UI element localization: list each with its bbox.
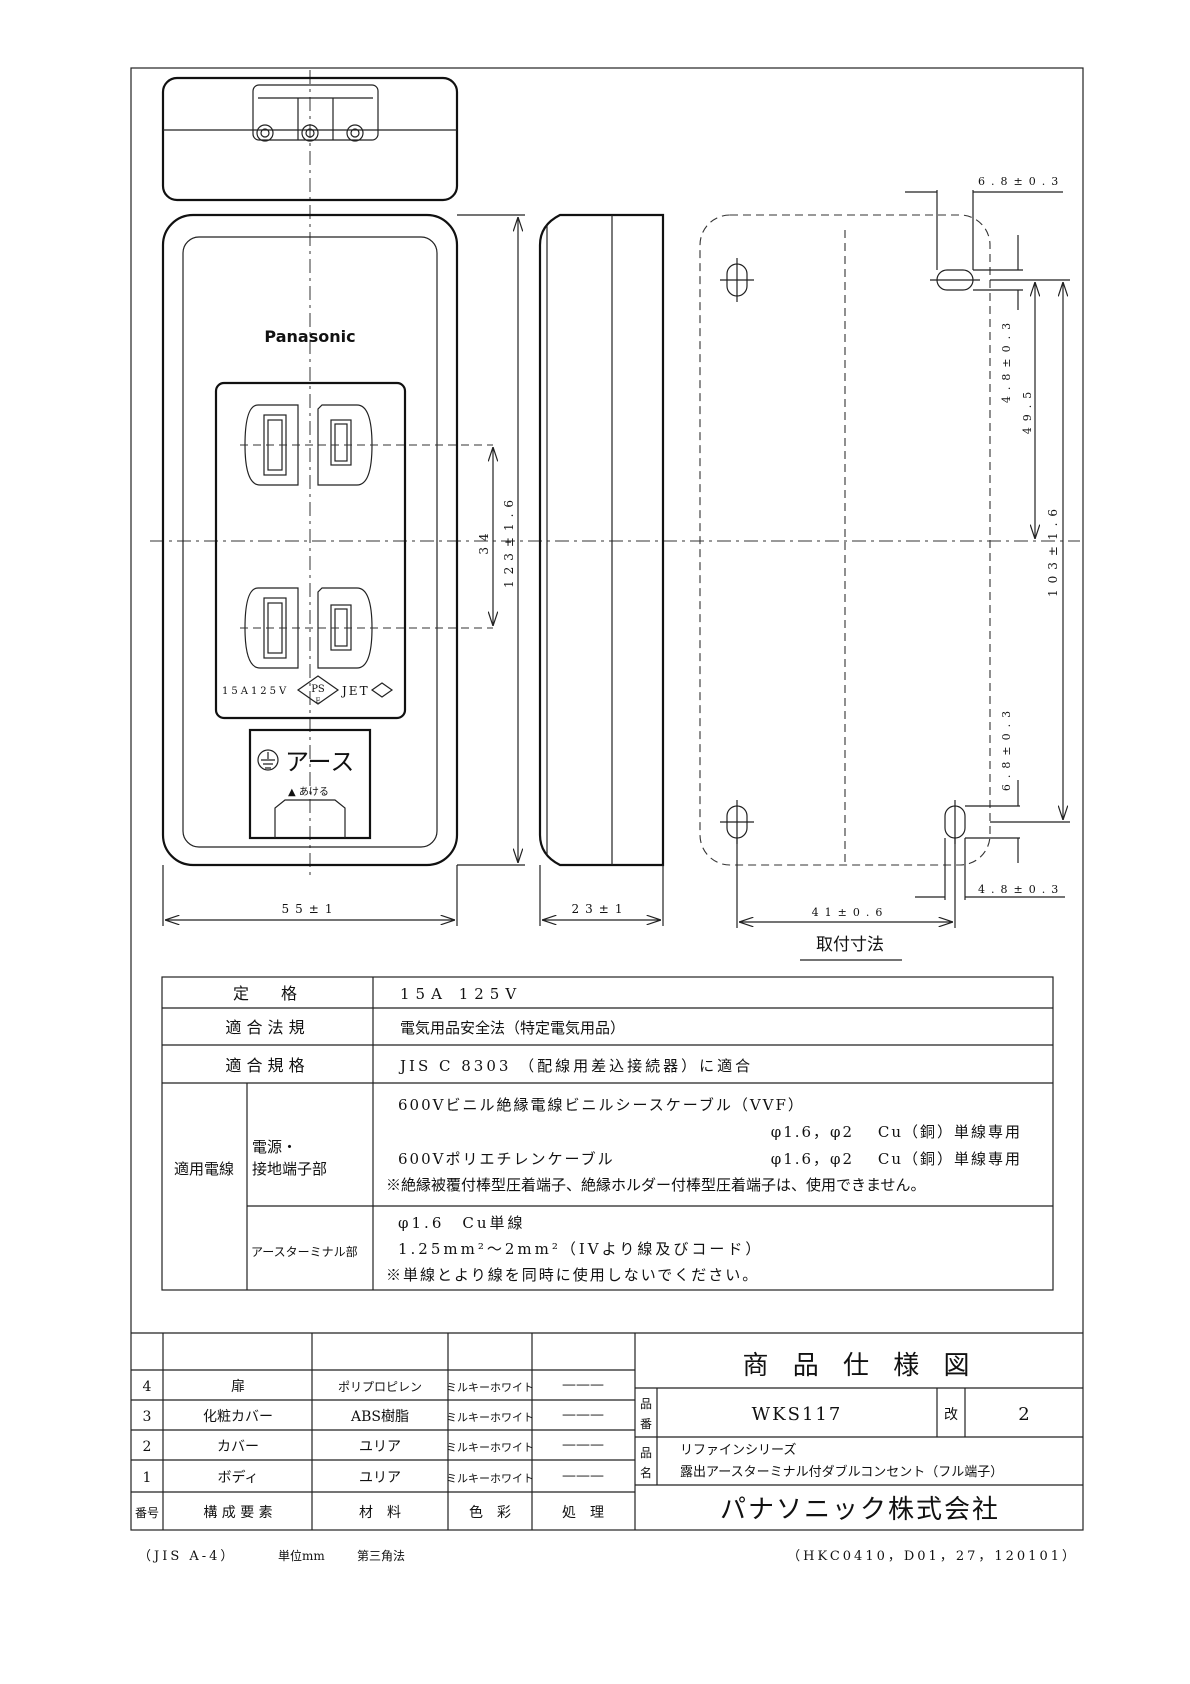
dim-width: 55±1 (282, 902, 339, 916)
dim-pitch: 34 (477, 527, 491, 554)
parts-table: 4 扉 ポリプロピレン ミルキーホワイト ——— 3 化粧カバー ABS樹脂 ミ… (131, 1332, 1083, 1530)
brand-logo: Panasonic (264, 327, 355, 346)
earth-label: アース (285, 748, 354, 776)
power-line: φ1.6，φ2 Cu（銅）単線専用 (771, 1123, 1022, 1141)
top-view (161, 76, 459, 202)
dim-hole-top: 6.8±0.3 (978, 175, 1064, 188)
rev-label: 改 (944, 1407, 958, 1423)
open-label: ▲ あける (288, 786, 329, 798)
side-view: 23±1 (538, 213, 665, 926)
product-name: 露出アースターミナル付ダブルコンセント（フル端子） (680, 1464, 1003, 1480)
part-name: 化粧カバー (203, 1409, 273, 1425)
spec-label: 適 合 法 規 (225, 1018, 304, 1037)
power-line: 600Vポリエチレンケーブル (398, 1150, 615, 1168)
part-name: 扉 (231, 1379, 245, 1395)
pse-mark: PS (311, 684, 325, 695)
dim-hole-center: 49.5 (1021, 386, 1034, 435)
part-finish: ——— (562, 1468, 604, 1484)
name-label: 名 (640, 1465, 652, 1480)
pse-sub: E (315, 697, 320, 705)
header-color: 色 彩 (469, 1504, 511, 1521)
footer-unit: 単位mm (278, 1548, 325, 1563)
part-material: ABS樹脂 (350, 1409, 409, 1425)
part-color: ミルキーホワイト (446, 1441, 534, 1454)
footer-paper: （JIS A-4） (138, 1549, 236, 1564)
part-color: ミルキーホワイト (446, 1472, 534, 1485)
company-name: パナソニック株式会社 (720, 1495, 1000, 1525)
part-no: 3 (143, 1409, 152, 1425)
power-label: 接地端子部 (252, 1160, 327, 1178)
revision: 2 (1018, 1404, 1029, 1425)
earth-line: φ1.6 Cu単線 (398, 1214, 526, 1232)
jet-mark: JET (340, 684, 370, 698)
series-name: リファインシリーズ (680, 1442, 796, 1458)
part-material: ユリア (359, 1439, 401, 1455)
earth-line: 1.25mm²～2mm²（IVより線及びコード） (398, 1240, 763, 1258)
drawing-frame (130, 67, 1084, 1531)
header-finish: 処 理 (562, 1505, 604, 1521)
dim-height: 123±1.6 (502, 494, 516, 588)
dim-mount-height: 103±1.6 (1046, 503, 1060, 597)
spec-label: 定 格 (233, 984, 297, 1003)
mount-caption: 取付寸法 (816, 935, 884, 955)
earth-note: ※単線とより線を同時に使用しないでください。 (386, 1266, 759, 1284)
part-color: ミルキーホワイト (446, 1381, 534, 1394)
dim-slot-left: 4.8±0.3 (1000, 317, 1013, 403)
part-material: ユリア (359, 1470, 401, 1486)
part-no: 4 (143, 1379, 152, 1395)
front-view: Panasonic 15A125V PS E JET アース ▲ あける (161, 213, 493, 867)
part-no-label: 番 (640, 1417, 652, 1431)
door-tab (274, 799, 346, 838)
mounting-view: 6.8±0.3 4.8±0.3 49.5 103±1.6 6.8±0.3 4.8… (699, 175, 1070, 961)
part-number: WKS117 (752, 1404, 843, 1425)
drawing-title: 商 品 仕 様 図 (742, 1351, 977, 1381)
footer-code: （HKC0410，D01，27，120101） (787, 1549, 1078, 1564)
part-no: 1 (143, 1470, 152, 1486)
power-label: 電源・ (252, 1138, 297, 1156)
power-note: ※絶縁被覆付棒型圧着端子、絶縁ホルダー付棒型圧着端子は、使用できません。 (386, 1176, 926, 1194)
spec-value: 電気用品安全法（特定電気用品） (400, 1019, 625, 1037)
dim-slot-bottom: 4.8±0.3 (978, 883, 1064, 896)
part-finish: ——— (562, 1437, 604, 1453)
part-name: ボディ (217, 1469, 258, 1486)
title-block: 商 品 仕 様 図 品 番 WKS117 改 2 品 名 リファインシリーズ 露… (635, 1351, 1083, 1525)
earth-symbol-icon (257, 749, 279, 771)
dim-mount-width: 41±0.6 (812, 906, 889, 919)
part-finish: ——— (562, 1377, 604, 1393)
name-label: 品 (640, 1446, 652, 1460)
part-name: カバー (217, 1439, 259, 1455)
front-dimensions: 34 123±1.6 55±1 (162, 214, 525, 926)
earth-terminal-label: アースターミナル部 (251, 1244, 358, 1259)
part-material: ポリプロピレン (338, 1380, 422, 1394)
spec-value: 15A 125V (400, 985, 522, 1003)
jet-mark-icon (370, 682, 394, 698)
dim-depth: 23±1 (572, 902, 629, 916)
power-line: 600Vビニル絶縁電線ビニルシースケーブル（VVF） (398, 1096, 805, 1114)
header-material: 材 料 (359, 1505, 401, 1521)
pse-mark-icon (296, 675, 340, 705)
outlet-rating-label: 15A125V (222, 686, 289, 697)
dim-hole-bottom: 6.8±0.3 (1000, 705, 1013, 791)
part-color: ミルキーホワイト (446, 1411, 534, 1424)
spec-label: 適 合 規 格 (225, 1056, 304, 1075)
power-line: φ1.6，φ2 Cu（銅）単線専用 (771, 1150, 1022, 1168)
spec-table: 定 格 15A 125V 適 合 法 規 電気用品安全法（特定電気用品） 適 合… (161, 976, 1054, 1291)
part-finish: ——— (562, 1407, 604, 1423)
header-name: 構 成 要 素 (203, 1505, 272, 1521)
header-no: 番号 (135, 1506, 159, 1520)
wire-label: 適用電線 (174, 1160, 234, 1178)
part-no: 2 (143, 1439, 152, 1455)
spec-value: JIS C 8303 （配線用差込接続器）に適合 (398, 1057, 753, 1075)
footer-projection: 第三角法 (357, 1549, 405, 1563)
part-no-label: 品 (640, 1397, 652, 1411)
